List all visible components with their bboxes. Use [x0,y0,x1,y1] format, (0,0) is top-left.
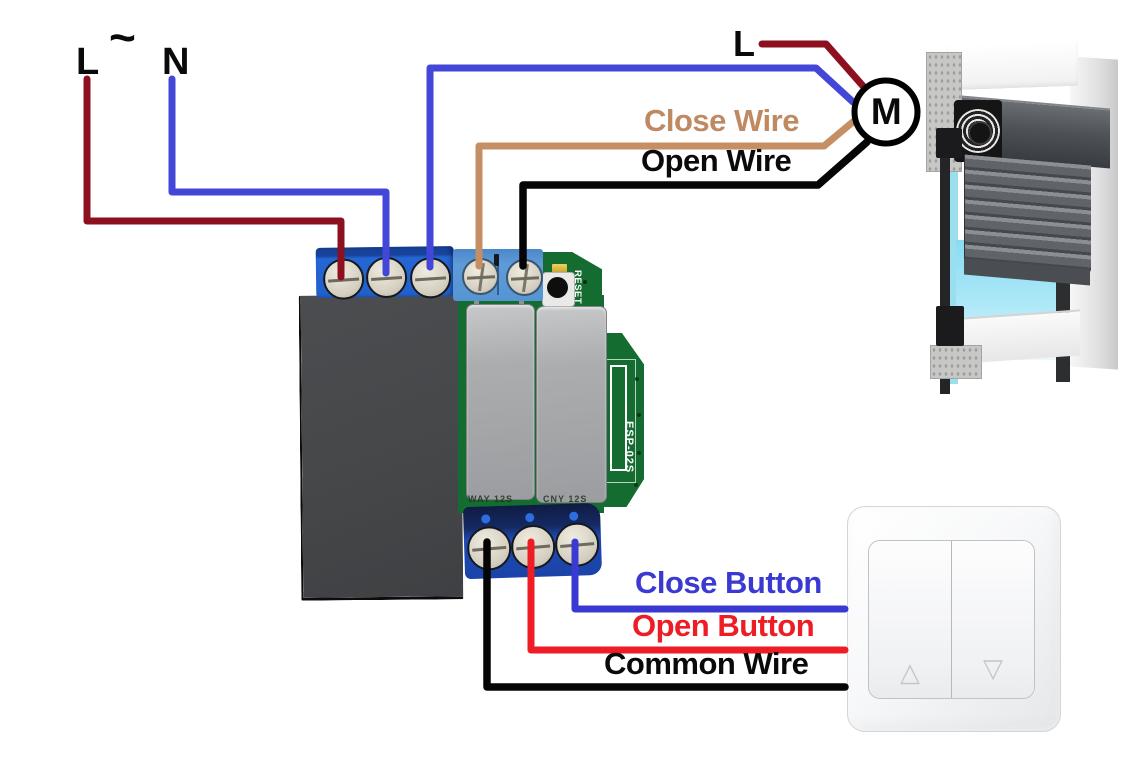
pcb-hole [637,451,641,455]
relay-right [536,306,607,503]
wire-entry-hole [481,514,491,524]
label-ac-tilde: ~ [109,11,136,63]
esp-chip-label: ESP-02S [623,421,635,474]
label-neutral: N [162,41,189,83]
switch-rocker: △ ▽ [868,540,1035,699]
label-line-left: L [76,41,99,83]
down-arrow-icon: ▽ [983,653,1003,683]
up-arrow-icon: △ [900,657,920,687]
terminal-screw-close-motor [462,258,499,295]
pcb-silkscreen-left: WAY 12S [468,494,514,504]
switch-up-button: △ [869,541,952,698]
concrete-section-bottom [930,345,982,379]
wire-live-input [83,75,345,281]
terminal-block-power [315,246,455,300]
label-common-wire: Common Wire [604,646,809,681]
shutter-coil-axle [968,121,992,145]
shutter-slats [964,154,1091,272]
label-close-button: Close Button [635,565,822,600]
terminal-screw-close-button [554,521,600,568]
relay-pin [519,297,524,305]
frame-bracket-top [936,128,962,158]
wire-neutral-input [168,75,390,277]
relay-left [466,304,535,500]
terminal-screw-neutral [365,256,408,299]
window-guide-rail-left [940,154,950,394]
window-glass-edge [950,172,958,384]
terminal-screw-open-motor [506,259,543,296]
label-motor: M [870,91,902,133]
reset-label: RESET [572,270,583,305]
terminal-screw-common [466,525,512,572]
pcb-hole [634,483,638,487]
terminal-block-motor [453,249,543,301]
terminal-screw-live [322,258,365,300]
roller-shutter-window-image [918,41,1130,394]
shutter-wall-switch-image: △ ▽ [847,506,1061,732]
relay-pin [474,297,479,305]
pcb-module-slot [610,365,627,471]
terminal-screw-motor-neutral [409,257,452,299]
terminal-block-buttons [462,502,603,580]
wire-entry-hole [569,511,579,521]
pcb-hole [583,280,587,284]
label-open-button: Open Button [632,608,815,643]
switch-down-button: ▽ [952,541,1034,698]
shutter-coil-housing [954,100,1002,162]
terminal-screw-open-button [510,524,556,570]
wire-entry-hole [525,512,535,523]
wire-live-to-motor [758,40,867,90]
label-line-right: L [733,23,755,64]
pcb-hole [637,413,641,417]
label-close-wire: Close Wire [644,103,799,138]
pcb-hole [635,377,639,381]
label-open-wire: Open Wire [641,143,792,178]
window-lintel [946,41,1078,91]
pcb-silkscreen-right: CNY 12S [543,494,588,504]
module-housing [298,294,464,601]
reset-button [547,277,568,298]
frame-bracket-bottom [936,306,964,346]
